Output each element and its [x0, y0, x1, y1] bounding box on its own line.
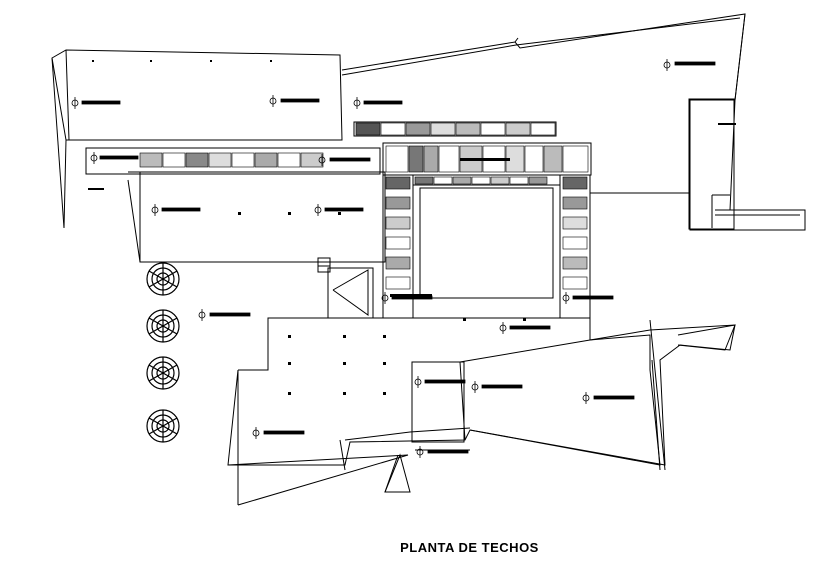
level-marker [353, 97, 403, 109]
level-marker [582, 392, 635, 404]
level-marker [151, 204, 201, 216]
annotation-bars [88, 123, 736, 297]
trees [146, 262, 180, 443]
level-marker [71, 97, 121, 109]
level-marker [381, 292, 433, 304]
tree-symbol [146, 409, 180, 443]
level-markers [71, 59, 716, 458]
roof-outlines [51, 13, 806, 506]
level-marker [499, 322, 551, 334]
drawing-title-text: PLANTA DE TECHOS [400, 540, 539, 555]
tree-symbol [146, 309, 180, 343]
drawing-title: PLANTA DE TECHOS [0, 540, 819, 555]
central-roof [139, 171, 386, 263]
roof-slab-south [227, 317, 661, 466]
level-marker [314, 204, 364, 216]
columns-grid [92, 60, 526, 395]
level-marker [269, 95, 320, 107]
level-marker [471, 381, 523, 393]
level-marker [90, 152, 139, 164]
level-marker [414, 376, 466, 388]
level-marker [663, 59, 716, 71]
roof-slab-northwest [51, 49, 343, 141]
level-marker [252, 427, 305, 439]
level-marker [198, 309, 251, 321]
tree-symbol [146, 262, 180, 296]
level-marker [562, 292, 614, 304]
level-marker [416, 446, 469, 458]
skylight-panels [139, 122, 589, 290]
level-marker [318, 154, 371, 166]
tree-symbol [146, 356, 180, 390]
